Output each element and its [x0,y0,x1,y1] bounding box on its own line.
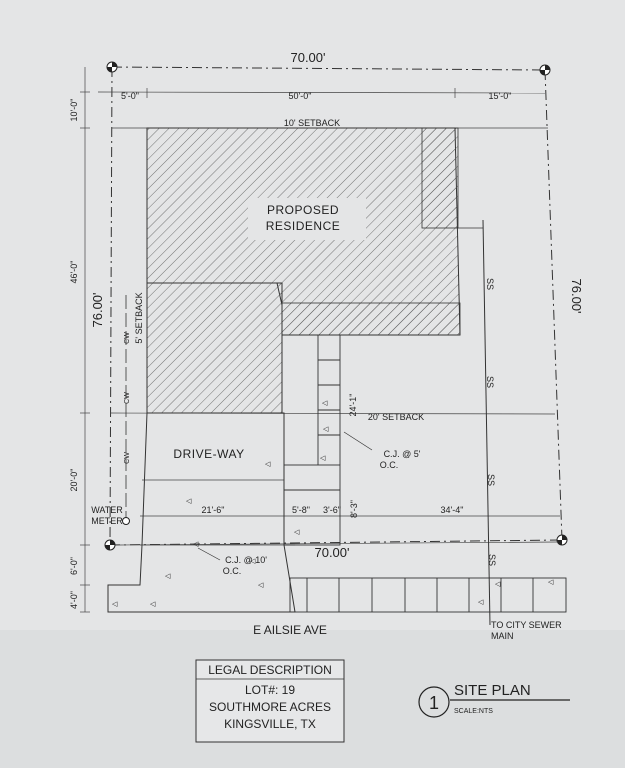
dim-left-lower: 20'-0" [69,469,79,492]
svg-text:◁: ◁ [320,455,326,462]
title-block: 1 SITE PLAN SCALE:NTS [418,682,570,718]
residence-label-mask [248,198,366,240]
street-name: E AILSIE AVE [253,623,327,637]
water-meter-label-line2: METER [91,516,123,526]
water-tag-1: CW [124,332,131,344]
svg-text:◁: ◁ [186,498,192,505]
setback-front: 10' SETBACK [284,118,340,128]
svg-text:◁: ◁ [322,400,328,407]
svg-text:◁: ◁ [258,582,264,589]
water-meter-symbol [122,517,130,525]
water-tag-2: CW [124,392,131,404]
dim-driveway-width: 21'-6" [202,505,225,515]
property-boundary [109,66,563,546]
driveway-label: DRIVE-WAY [173,447,244,461]
legal-subdivision: SOUTHMORE ACRES [209,700,331,714]
sewer-tag-4: SS [487,554,497,566]
drawing-title: SITE PLAN [454,682,531,699]
setback-rear: 20' SETBACK [368,412,424,422]
dim-right-overall: 76.00' [569,278,584,313]
cj-walk-line2: O.C. [380,460,399,470]
svg-text:◁: ◁ [478,599,484,606]
residence-label-line1: PROPOSED [267,203,339,217]
water-meter-label-line1: WATER [91,505,123,515]
legal-lot: LOT#: 19 [245,683,295,697]
sewer-label-line2: MAIN [491,631,514,641]
dim-walk-width1: 5'-8" [292,505,310,515]
corner-marker-nw [106,61,118,73]
dim-walk-height: 8'-3" [349,500,359,518]
drawing-number: 1 [429,693,439,713]
dim-left-overall: 76.00' [90,292,105,327]
cj-driveway-leader [197,547,221,561]
svg-text:◁: ◁ [250,558,256,565]
svg-text:◁: ◁ [294,529,300,536]
residence-porch [281,302,461,336]
walkway [283,335,341,546]
sewer-label-line1: TO CITY SEWER [491,620,562,630]
dim-left-bottom2: 4'-0" [69,591,79,609]
legal-city: KINGSVILLE, TX [224,717,316,731]
sewer-tag-2: SS [485,376,495,388]
concrete-stipple: ◁ ◁ ◁ ◁ ◁ ◁ ◁ ◁ ◁ ◁ ◁ ◁ ◁ ◁ ◁ [112,400,554,608]
dim-top-right: 15'-0" [489,91,512,101]
svg-text:◁: ◁ [112,601,118,608]
residence-garage [146,282,283,414]
residence-label-line2: RESIDENCE [266,219,341,233]
svg-text:◁: ◁ [150,601,156,608]
drawing-number-circle [418,686,450,718]
cj-driveway-line1: C.J. @ 10' [225,555,267,565]
dim-top-middle: 50'-0" [289,91,312,101]
drawing-scale: SCALE:NTS [454,708,493,715]
sewer-line [482,219,491,626]
svg-text:◁: ◁ [548,579,554,586]
dim-walk-width2: 3'-6" [323,505,341,515]
svg-text:◁: ◁ [323,426,329,433]
setback-side: 5' SETBACK [134,292,144,343]
water-tag-3: CW [124,452,131,464]
sewer-tag-1: SS [485,278,495,290]
svg-text:◁: ◁ [495,581,501,588]
dim-walk-length: 24'-1" [348,394,358,417]
public-sidewalk [289,577,567,613]
dim-left-bottom1: 6'-0" [69,557,79,575]
dim-right-width: 34'-4" [441,505,464,515]
dim-left-top: 10'-0" [69,99,79,122]
svg-text:◁: ◁ [165,573,171,580]
dim-top-left: 5'-0" [121,91,139,101]
sewer-tag-3: SS [486,474,496,486]
corner-marker-se [556,534,568,546]
corner-marker-ne [539,64,551,76]
legal-title: LEGAL DESCRIPTION [208,663,332,677]
legal-description-box: LEGAL DESCRIPTION LOT#: 19 SOUTHMORE ACR… [195,659,345,743]
residence-bump-out [421,127,459,229]
cj-walk-leader [343,431,373,451]
corner-marker-sw [104,539,116,551]
cj-walk-line1: C.J. @ 5' [384,449,421,459]
dim-bottom-overall: 70.00' [314,545,349,560]
dim-left-middle: 46'-0" [69,261,79,284]
svg-text:◁: ◁ [265,461,271,468]
driveway [107,412,296,613]
dim-top-overall: 70.00' [290,50,325,65]
svg-text:◁: ◁ [193,541,199,548]
cj-driveway-line2: O.C. [223,566,242,576]
